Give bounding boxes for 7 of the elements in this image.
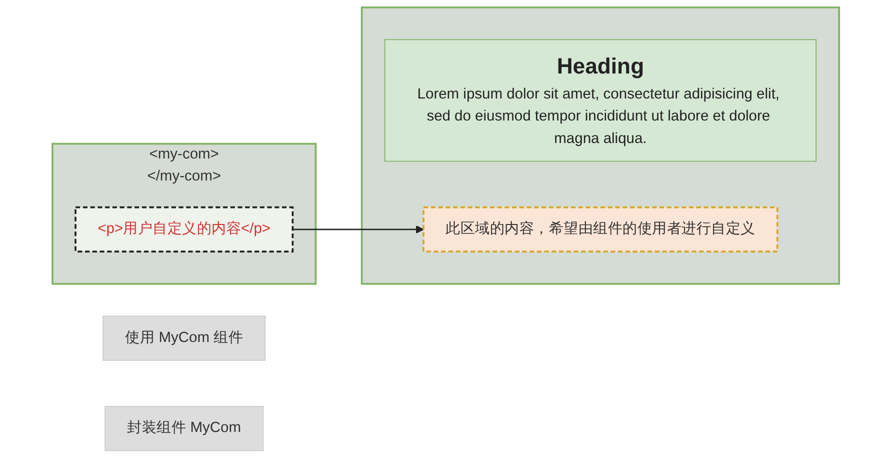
- node-box: 使用 MyCom 组件: [102, 316, 266, 361]
- cluster: [361, 6, 840, 285]
- node-box: Heading Lorem ipsum dolor sit amet, consectetur adipisicing elit, sed do eiusmod tempor incididunt ut labore et dolore magna aliqua.: [384, 39, 817, 162]
- node-box: 封装组件 MyCom: [104, 406, 264, 452]
- arrow: [292, 225, 424, 234]
- node-box: 此区域的内容，希望由组件的使用者进行自定义: [422, 206, 778, 252]
- node-box: <p>用户自定义的内容</p>: [74, 206, 294, 252]
